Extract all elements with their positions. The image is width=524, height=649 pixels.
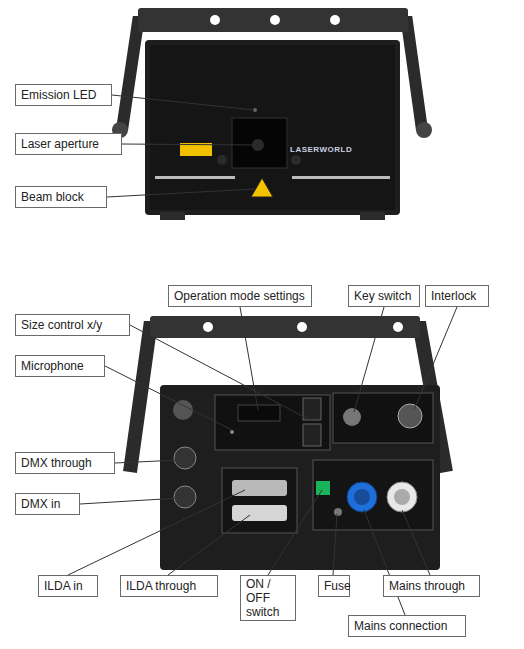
leader-line xyxy=(414,307,457,410)
callout-label: Microphone xyxy=(15,355,105,377)
callout-text: Key switch xyxy=(354,289,414,303)
callout-text: Mains connection xyxy=(354,619,460,633)
callout-text: Operation mode settings xyxy=(174,289,306,303)
button xyxy=(303,398,321,420)
callout-label: Interlock xyxy=(425,285,489,307)
callout-text: ON / OFF switch xyxy=(246,577,290,619)
socket-core xyxy=(394,489,410,505)
callout-label: Operation mode settings xyxy=(168,285,312,307)
callout-text: Interlock xyxy=(431,289,483,303)
callout-label: Fuse xyxy=(318,575,350,597)
dmx-socket xyxy=(174,486,196,508)
callout-label: Size control x/y xyxy=(15,314,130,336)
leader-lines xyxy=(107,95,256,197)
screw xyxy=(217,155,227,165)
leader-line xyxy=(168,515,250,575)
ilda-socket xyxy=(232,480,287,496)
fuse-holder xyxy=(334,508,342,516)
leader-line xyxy=(68,490,245,575)
control-panel xyxy=(215,395,330,450)
leader-line xyxy=(115,460,180,463)
mains-panel xyxy=(313,460,433,530)
leader-line xyxy=(268,490,322,575)
callout-text: Mains through xyxy=(389,579,474,593)
leader-line xyxy=(402,510,430,575)
leader-line xyxy=(364,510,405,615)
callout-text: DMX in xyxy=(21,497,74,511)
handle-hole xyxy=(210,15,220,25)
callout-text: Emission LED xyxy=(21,88,106,102)
callout-label: Mains through xyxy=(383,575,480,597)
callout-label: Key switch xyxy=(348,285,420,307)
leader-line xyxy=(122,144,256,145)
handle-knob xyxy=(416,122,432,138)
callout-label: ILDA in xyxy=(38,575,98,597)
handle-hole xyxy=(393,322,403,332)
handle-hole xyxy=(297,322,307,332)
callout-text: DMX through xyxy=(21,456,109,470)
mains-out-socket xyxy=(387,482,417,512)
foot xyxy=(360,212,385,220)
callout-label: Beam block xyxy=(15,186,107,208)
callout-text: Fuse xyxy=(324,579,344,593)
callout-label: DMX in xyxy=(15,493,80,515)
callout-text: Microphone xyxy=(21,359,99,373)
front-view xyxy=(112,8,432,220)
ilda-socket xyxy=(232,505,287,521)
dmx-socket xyxy=(174,447,196,469)
socket-core xyxy=(354,489,370,505)
callout-text: Size control x/y xyxy=(21,318,124,332)
leader-line xyxy=(107,189,255,197)
callout-text: Beam block xyxy=(21,190,101,204)
handle-hole xyxy=(270,15,280,25)
callout-text: Laser aperture xyxy=(21,137,116,151)
leader-line xyxy=(130,325,310,420)
callout-text: ILDA through xyxy=(126,579,212,593)
leader-line xyxy=(105,366,232,430)
handle-bar xyxy=(138,8,408,32)
leader-line xyxy=(80,498,180,504)
handle-hole xyxy=(330,15,340,25)
callout-label: Mains connection xyxy=(348,615,466,637)
brand-logo: LASERWORLD xyxy=(290,145,352,154)
button xyxy=(303,424,321,446)
leader-lines xyxy=(68,307,457,615)
screw xyxy=(291,155,301,165)
callout-label: ILDA through xyxy=(120,575,218,597)
back-view xyxy=(130,316,446,570)
callout-label: Emission LED xyxy=(15,84,112,106)
microphone xyxy=(230,430,234,434)
interlock-socket xyxy=(398,404,422,428)
front-panel xyxy=(150,45,395,210)
key-switch xyxy=(343,408,361,426)
callout-label: Laser aperture xyxy=(15,133,122,155)
callout-text: ILDA in xyxy=(44,579,92,593)
beam-block-triangle xyxy=(251,178,273,197)
leader-line xyxy=(333,514,337,575)
trim-line xyxy=(155,176,235,179)
leader-line xyxy=(354,307,384,412)
leader-line xyxy=(112,95,254,110)
callout-label: DMX through xyxy=(15,452,115,474)
handle-bar xyxy=(150,316,420,338)
ilda-panel xyxy=(222,468,297,533)
mains-in-socket xyxy=(347,482,377,512)
leader-line xyxy=(240,307,258,410)
aperture-window xyxy=(232,118,287,168)
callout-label: ON / OFF switch xyxy=(240,575,296,621)
foot xyxy=(160,212,185,220)
housing xyxy=(160,385,440,570)
handle-hole xyxy=(203,322,213,332)
power-switch xyxy=(316,481,330,495)
display xyxy=(238,405,280,421)
trim-line xyxy=(292,176,390,179)
housing xyxy=(145,40,400,215)
logo-badge xyxy=(173,400,193,420)
